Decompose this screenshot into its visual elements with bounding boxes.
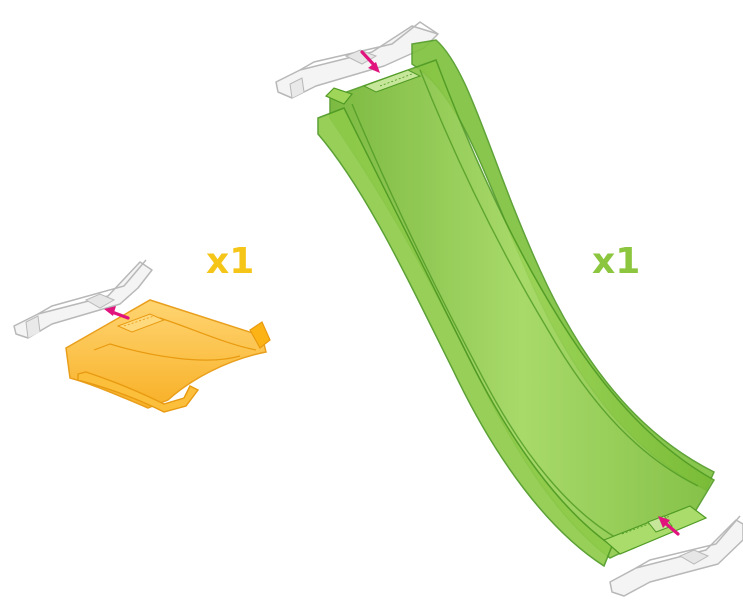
quantity-label-small: x1: [206, 244, 254, 280]
small-ramp-piece: [66, 300, 270, 412]
large-ramp-piece: [318, 40, 714, 566]
quantity-label-large: x1: [592, 244, 640, 280]
